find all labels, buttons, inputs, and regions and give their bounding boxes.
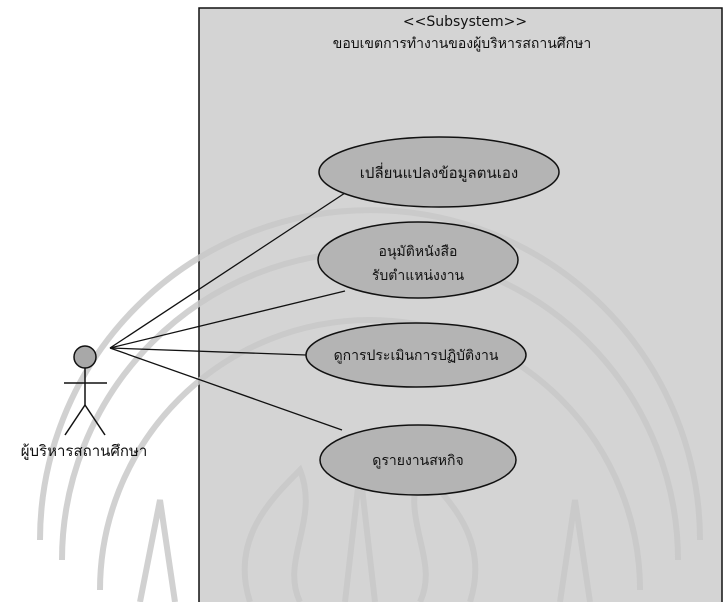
actor[interactable] <box>64 345 107 436</box>
use-case-3[interactable]: ดูการประเมินการปฏิบัติงาน <box>305 322 527 388</box>
use-case-3-oval <box>305 322 527 388</box>
use-case-4-oval <box>319 424 517 496</box>
association-line-1 <box>109 192 346 349</box>
use-case-3-label: ดูการประเมินการปฏิบัติงาน <box>334 348 499 364</box>
actor-label: ผู้บริหารสถานศึกษา <box>21 442 148 460</box>
use-case-4-label: ดูรายงานสหกิจ <box>372 453 463 469</box>
subsystem-name: ขอบเขตการทำงานของผู้บริหารสถานศึกษา <box>333 36 591 52</box>
actor-right-leg <box>84 404 106 436</box>
association-line-3 <box>109 347 307 356</box>
use-case-1-label: เปลี่ยนแปลงข้อมูลตนเอง <box>360 162 518 182</box>
use-case-2-label-line-2: รับตำแหน่งงาน <box>372 268 465 284</box>
actor-head-icon <box>73 345 97 369</box>
actor-left-leg <box>64 404 86 436</box>
use-case-2-oval <box>317 221 519 299</box>
use-case-1-oval <box>318 136 560 208</box>
use-case-2[interactable]: อนุมัติหนังสือ รับตำแหน่งงาน <box>317 221 519 299</box>
use-case-2-label-line-1: อนุมัติหนังสือ <box>379 244 458 260</box>
subsystem-stereotype: <<Subsystem>> <box>403 14 527 30</box>
association-lines <box>109 192 346 431</box>
association-line-4 <box>109 347 343 431</box>
use-case-4[interactable]: ดูรายงานสหกิจ <box>319 424 517 496</box>
association-line-2 <box>109 290 346 349</box>
use-case-1[interactable]: เปลี่ยนแปลงข้อมูลตนเอง <box>318 136 560 208</box>
